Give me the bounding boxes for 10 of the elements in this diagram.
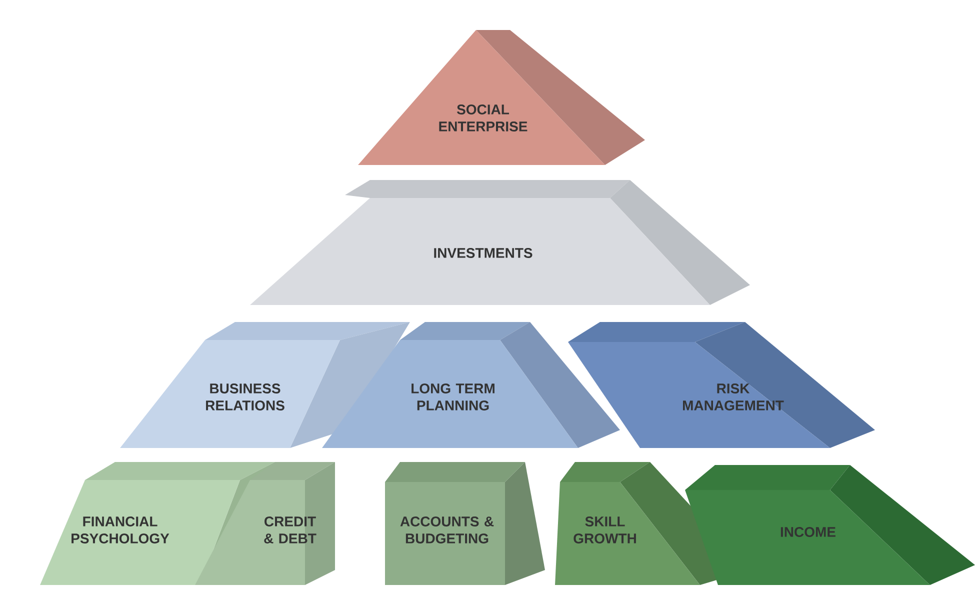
pyramid-block: INCOME: [685, 464, 975, 585]
pyramid-block: CREDIT & DEBT: [195, 462, 335, 585]
pyramid-block: SKILL GROWTH: [555, 462, 750, 585]
node-label: SKILL: [585, 516, 625, 526]
pyramid-block: INVESTMENTS: [250, 180, 750, 305]
pyramid-block: ACCOUNTS & BUDGETING: [385, 462, 545, 585]
pyramid-block: SOCIAL ENTERPRISE: [358, 30, 645, 165]
pyramid-block: BUSINESS RELATIONS: [120, 322, 410, 448]
pyramid-block: RISK MANAGEMENT: [568, 322, 875, 448]
pyramid-block: LONG TERM PLANNING: [322, 322, 620, 448]
